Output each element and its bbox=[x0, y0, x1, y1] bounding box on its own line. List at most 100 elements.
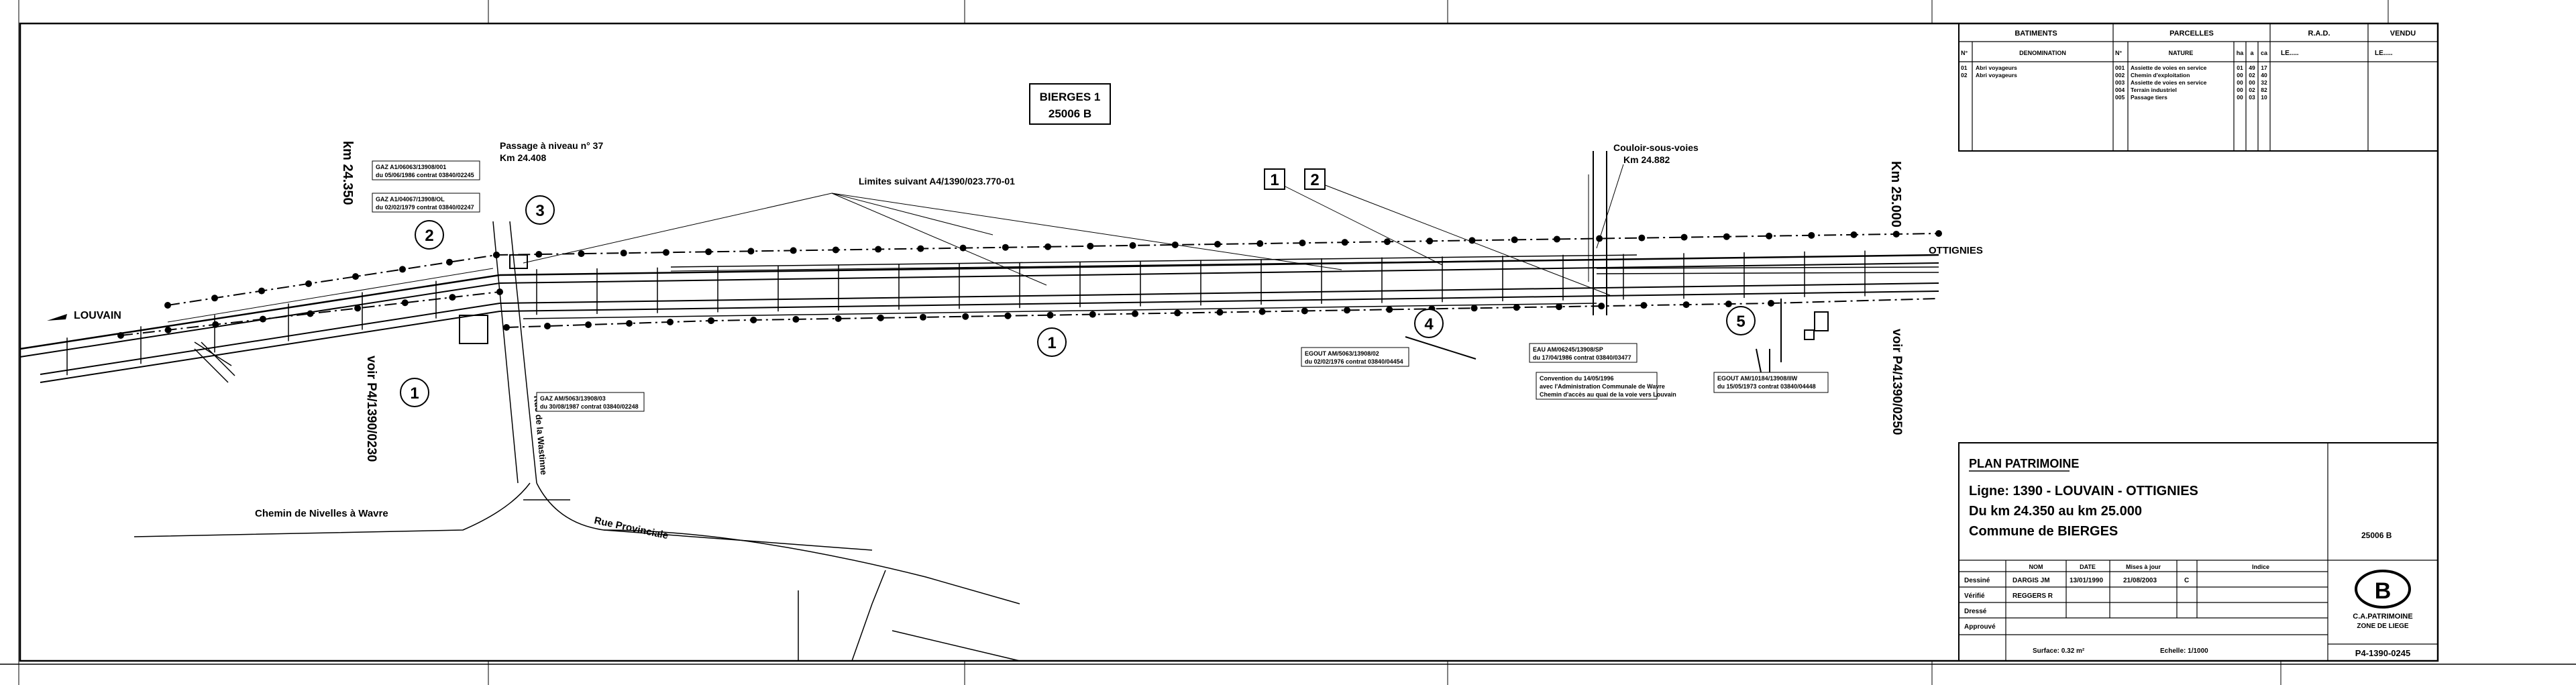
boundary-dot bbox=[399, 266, 406, 273]
boundary-dot bbox=[1258, 308, 1266, 315]
boundary-dot bbox=[585, 321, 592, 328]
boundary-dot bbox=[917, 245, 924, 252]
boundary-dot bbox=[1256, 240, 1264, 248]
boundary-dot bbox=[259, 315, 266, 323]
building-name: Abri voyageurs bbox=[1976, 64, 2017, 71]
boundary-dot bbox=[1935, 230, 1942, 237]
boundary-dot bbox=[832, 246, 839, 254]
gaz1-line2: du 05/06/1986 contrat 03840/02245 bbox=[376, 172, 474, 178]
boundary-dot bbox=[959, 244, 967, 252]
square-label-1: 1 bbox=[1270, 171, 1279, 189]
boundary-dot bbox=[307, 310, 314, 317]
boundary-dot bbox=[1002, 244, 1009, 251]
boundary-dot bbox=[401, 299, 409, 307]
couloir-km: Km 24.882 bbox=[1623, 154, 1670, 165]
egout2-line1: EGOUT AM/10184/13908/IIW bbox=[1717, 375, 1798, 382]
voir-left-label: voir P4/1390/0230 bbox=[364, 356, 378, 462]
tb-row-indice: C bbox=[2184, 577, 2189, 584]
boundary-dot bbox=[578, 250, 585, 258]
legend-vendu: VENDU bbox=[2390, 30, 2416, 38]
title-block: PLAN PATRIMOINE Ligne: 1390 - LOUVAIN - … bbox=[1958, 442, 2438, 662]
boundary-dot bbox=[667, 319, 674, 325]
circle-label-1a: 1 bbox=[410, 384, 419, 403]
tb-org1: C.A.PATRIMOINE bbox=[2353, 613, 2412, 621]
boundary-dot bbox=[1129, 242, 1136, 249]
utility-notes: GAZ A1/06063/13908/001 du 05/06/1986 con… bbox=[372, 160, 1829, 412]
boundary-dot bbox=[747, 248, 755, 255]
parcel-a: 03 bbox=[2249, 94, 2255, 101]
tb-row-nom: DARGIS JM bbox=[2012, 577, 2050, 584]
boundary-dot bbox=[1768, 300, 1774, 307]
sncb-logo-letter: B bbox=[2375, 578, 2392, 604]
tb-col-date: DATE bbox=[2080, 564, 2096, 570]
parcel-a: 49 bbox=[2249, 64, 2255, 71]
boundary-dot bbox=[1089, 311, 1096, 318]
tb-col-indice: Indice bbox=[2252, 564, 2269, 570]
boundary-dot bbox=[962, 313, 969, 320]
legend-a: a bbox=[2250, 50, 2254, 56]
misc-lines bbox=[1405, 151, 1607, 360]
parcel-ha: 01 bbox=[2237, 64, 2243, 71]
arrow-left-icon bbox=[47, 314, 67, 321]
convention-line3: Chemin d'accès au quai de la voie vers L… bbox=[1540, 391, 1676, 398]
boundary-dot bbox=[1386, 306, 1393, 313]
parcel-a: 02 bbox=[2249, 87, 2255, 93]
legend-rad: R.A.D. bbox=[2308, 30, 2330, 38]
boundary-dot bbox=[212, 321, 219, 328]
boundary-dot bbox=[708, 317, 714, 324]
legend-ha: ha bbox=[2237, 50, 2244, 56]
boundary-dot bbox=[211, 295, 218, 302]
parcel-no: 005 bbox=[2115, 94, 2125, 101]
boundary-dot bbox=[1426, 238, 1434, 245]
legend-denomination: DENOMINATION bbox=[2019, 50, 2066, 56]
railway-tracks bbox=[19, 254, 1939, 383]
building-no: 01 bbox=[1961, 64, 1968, 71]
boundary-dot bbox=[1344, 307, 1350, 314]
circle-label-4: 4 bbox=[1424, 315, 1434, 333]
boundary-dot bbox=[662, 249, 669, 256]
tb-row-label: Approuvé bbox=[1964, 623, 1996, 631]
boundary-dot bbox=[449, 294, 456, 301]
legend-table: BATIMENTS PARCELLES R.A.D. VENDU N° DENO… bbox=[1958, 23, 2438, 152]
circle-label-2: 2 bbox=[425, 227, 433, 245]
boundary-dot bbox=[875, 246, 882, 253]
km-end-label: Km 25.000 bbox=[1888, 161, 1903, 227]
egout1-line2: du 02/02/1976 contrat 03840/04454 bbox=[1305, 358, 1403, 365]
parcel-nature: Chemin d'exploitation bbox=[2131, 72, 2190, 78]
boundary-dot bbox=[1468, 237, 1476, 244]
tb-row-label: Dressé bbox=[1964, 608, 1987, 615]
voir-right-label: voir P4/1390/0250 bbox=[1890, 329, 1904, 435]
plan-markers: 1 1 2 3 4 5 1 2 bbox=[400, 168, 1756, 407]
boundary-markers bbox=[117, 230, 1942, 339]
gaz3-line2: du 30/08/1987 contrat 03840/02248 bbox=[540, 403, 639, 410]
boundary-dot bbox=[446, 258, 453, 266]
boundary-dot bbox=[1301, 307, 1308, 315]
legend-vendu-le: LE..... bbox=[2375, 50, 2393, 57]
sncb-logo: B bbox=[2355, 570, 2411, 609]
gaz2-line1: GAZ A1/04067/13908/OL bbox=[376, 196, 445, 203]
boundary-dot bbox=[1723, 233, 1730, 240]
tb-km-range: Du km 24.350 au km 25.000 bbox=[1969, 504, 2142, 519]
boundary-dot bbox=[1598, 303, 1605, 310]
boundary-dot bbox=[750, 316, 757, 323]
boundary-dot bbox=[705, 248, 712, 256]
boundary-dot bbox=[1682, 301, 1690, 309]
legend-parcelles: PARCELLES bbox=[2169, 30, 2214, 38]
catenary-poles bbox=[66, 250, 1866, 376]
boundary-dot bbox=[620, 250, 627, 257]
tb-echelle: Echelle: 1/1000 bbox=[2160, 647, 2208, 655]
boundary-dot bbox=[1216, 309, 1224, 316]
passage-title: Passage à niveau n° 37 bbox=[500, 140, 603, 151]
parcel-no: 002 bbox=[2115, 72, 2125, 78]
gaz2-line2: du 02/02/1979 contrat 03840/02247 bbox=[376, 204, 474, 211]
parcel-ca: 82 bbox=[2261, 87, 2267, 93]
boundary-dot bbox=[1640, 302, 1648, 309]
boundary-dot bbox=[1638, 234, 1646, 242]
boundary-dot bbox=[1046, 311, 1054, 319]
road-nivelles: Chemin de Nivelles à Wavre bbox=[255, 508, 388, 519]
parcel-ca: 10 bbox=[2261, 94, 2267, 101]
tb-row-nom: REGGERS R bbox=[2012, 592, 2053, 600]
circle-label-1b: 1 bbox=[1047, 334, 1056, 352]
boundary-dot bbox=[1299, 240, 1306, 247]
